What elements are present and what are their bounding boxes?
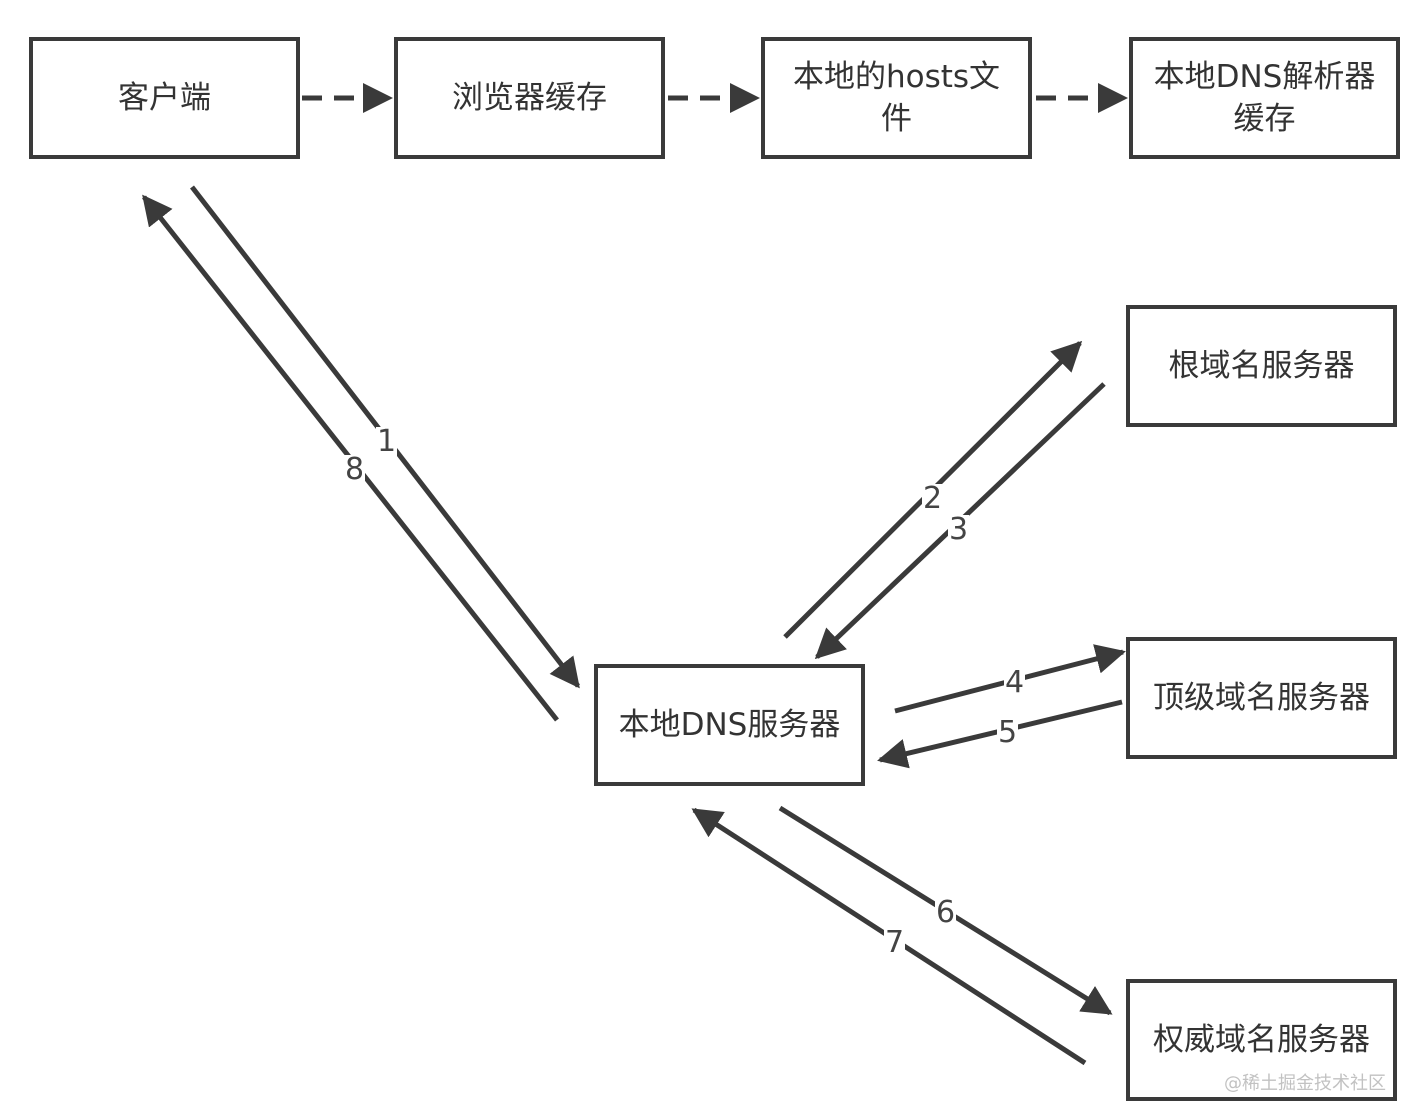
step-label-4: 4	[1004, 665, 1026, 700]
step-label-3: 3	[948, 512, 970, 547]
root-server-label: 根域名服务器	[1168, 348, 1355, 384]
step-label-2: 2	[922, 481, 944, 516]
local-dns-server-box: 本地DNS服务器	[594, 664, 865, 786]
hosts-file-label: 本地的hosts文件	[792, 59, 1001, 137]
resolver-cache-box: 本地DNS解析器缓存	[1129, 37, 1400, 159]
authoritative-server-box: 权威域名服务器	[1126, 979, 1397, 1101]
hosts-file-box: 本地的hosts文件	[761, 37, 1032, 159]
tld-server-label: 顶级域名服务器	[1153, 680, 1370, 716]
step-label-8: 8	[344, 452, 366, 487]
authoritative-server-label: 权威域名服务器	[1153, 1022, 1370, 1058]
step-label-6: 6	[935, 895, 957, 930]
step-label-1: 1	[376, 424, 398, 459]
browser-cache-label: 浏览器缓存	[452, 80, 607, 116]
step-label-7: 7	[884, 925, 906, 960]
client-label: 客户端	[118, 80, 211, 116]
resolver-cache-label: 本地DNS解析器缓存	[1153, 59, 1376, 137]
root-server-box: 根域名服务器	[1126, 305, 1397, 427]
step-label-5: 5	[997, 715, 1019, 750]
watermark: @稀土掘金技术社区	[1224, 1073, 1386, 1094]
tld-server-box: 顶级域名服务器	[1126, 637, 1397, 759]
browser-cache-box: 浏览器缓存	[394, 37, 665, 159]
client-box: 客户端	[29, 37, 300, 159]
local-dns-server-label: 本地DNS服务器	[618, 707, 841, 743]
